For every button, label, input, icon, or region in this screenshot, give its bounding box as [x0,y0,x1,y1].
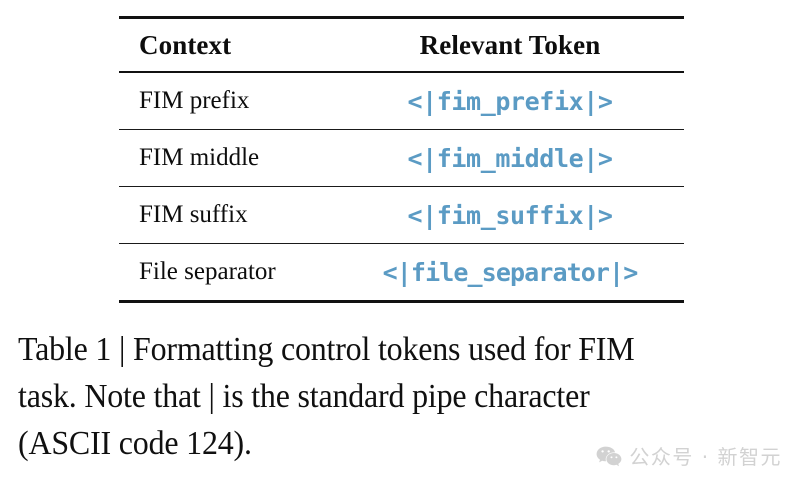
cell-context-fim-prefix: FIM prefix [139,87,250,114]
table-figure: Context Relevant Token FIM prefix <|fim_… [119,16,684,304]
table-row: FIM prefix <|fim_prefix|> [119,72,684,130]
column-header-context: Context [139,29,232,60]
cell-token-file-separator: <|file_separator|> [382,257,639,287]
caption-line-1: Table 1 | Formatting control tokens used… [18,331,635,368]
cell-token-fim-middle: <|fim_middle|> [407,143,613,173]
cell-token-fim-prefix: <|fim_prefix|> [407,86,613,116]
table-row: FIM suffix <|fim_suffix|> [119,186,684,244]
caption-line-2: task. Note that | is the standard pipe c… [18,378,590,415]
table-header: Context Relevant Token [119,17,684,72]
cell-context-file-separator: File separator [139,258,276,285]
caption-line-3: (ASCII code 124). [18,425,252,462]
watermark-text: 公众号 · 新智元 [629,445,782,469]
watermark: 公众号 · 新智元 [596,446,782,468]
cell-context-fim-suffix: FIM suffix [139,201,248,228]
column-header-relevant-token: Relevant Token [419,29,601,60]
table-caption: Table 1 | Formatting control tokens used… [18,326,744,467]
control-tokens-table: Context Relevant Token FIM prefix <|fim_… [119,16,684,304]
wechat-icon [596,446,622,468]
table-body: FIM prefix <|fim_prefix|> FIM middle <|f… [119,72,684,304]
table-row: FIM middle <|fim_middle|> [119,129,684,187]
cell-context-fim-middle: FIM middle [139,144,260,171]
cell-token-fim-suffix: <|fim_suffix|> [407,200,613,230]
table-bottom-rule [119,301,684,304]
table-header-row: Context Relevant Token [119,17,684,72]
table-row: File separator <|file_separator|> [119,243,684,302]
